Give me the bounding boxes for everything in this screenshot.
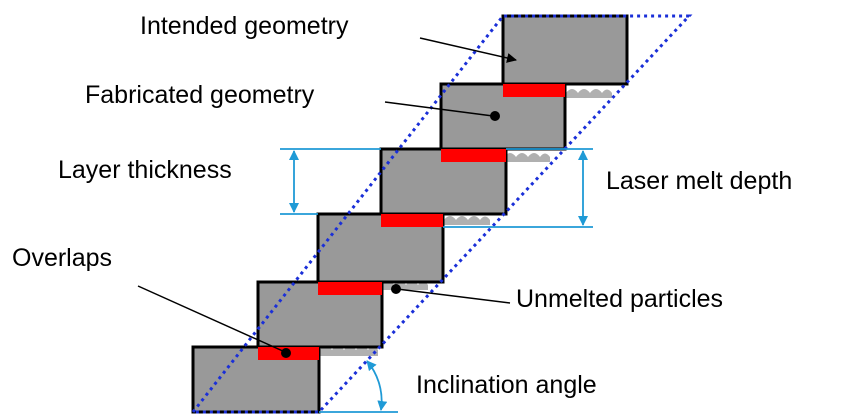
- leader-lines: [137, 37, 517, 353]
- label-unmelted-particles: Unmelted particles: [516, 285, 723, 313]
- label-intended-geometry: Intended geometry: [140, 12, 349, 40]
- label-fabricated-geometry: Fabricated geometry: [85, 81, 315, 109]
- inclination-angle-marker: [319, 360, 398, 413]
- intended-geometry-outline: [189, 14, 693, 414]
- overlap-4: [441, 149, 506, 162]
- label-overlaps: Overlaps: [12, 244, 112, 272]
- overlap-5: [503, 84, 565, 97]
- intended-geometry-leader: [419, 37, 517, 63]
- laser-melt-depth-dimension: [443, 148, 593, 228]
- overlap-2: [318, 282, 382, 295]
- layer-thickness-dimension: [280, 148, 381, 215]
- overlaps-dot: [281, 348, 291, 358]
- overlap-zones: [258, 84, 565, 360]
- label-inclination-angle: Inclination angle: [416, 371, 597, 399]
- label-laser-melt-depth: Laser melt depth: [606, 167, 792, 195]
- fabricated-geometry-leader: [384, 101, 494, 117]
- label-layer-thickness: Layer thickness: [58, 156, 232, 184]
- fabricated-geometry-dot: [490, 111, 500, 121]
- layer-6: [501, 14, 629, 86]
- unmelted-particles-dot: [391, 284, 401, 294]
- overlaps-leader: [137, 285, 286, 353]
- overlap-3: [381, 214, 443, 227]
- unmelted-particles-leader: [396, 288, 511, 304]
- leader-dots: [281, 111, 500, 358]
